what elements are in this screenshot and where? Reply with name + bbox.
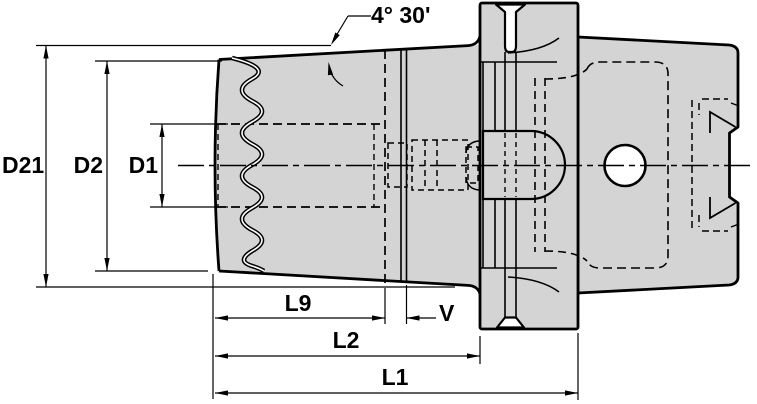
dim-label-d1: D1 bbox=[128, 152, 158, 178]
shank-internal-lines bbox=[586, 61, 740, 269]
body-bottom-taper-line bbox=[218, 269, 482, 295]
drive-slot-edge-bottom bbox=[709, 197, 736, 220]
nose-face-line bbox=[213, 59, 221, 272]
dim-label-l1: L1 bbox=[381, 364, 409, 390]
body-top-taper-line bbox=[218, 35, 482, 61]
flange-v-groove-bottom bbox=[495, 316, 526, 329]
dim-label-l2: L2 bbox=[332, 327, 360, 353]
dim-label-d2: D2 bbox=[73, 152, 103, 178]
taper-angle-label: 4° 30' bbox=[371, 2, 431, 28]
hidden-bore-ends bbox=[217, 124, 375, 207]
tube-seat-line-top bbox=[465, 140, 480, 154]
dimension-lines bbox=[36, 15, 579, 400]
hidden-bore-lines bbox=[217, 50, 386, 285]
dimension-arrowheads bbox=[43, 32, 578, 396]
shank-hidden-details bbox=[691, 98, 728, 232]
dim-label-v: V bbox=[439, 300, 455, 326]
drive-slot-edge-top bbox=[709, 110, 736, 133]
tube-seat-line-bottom bbox=[465, 176, 480, 191]
dim-label-d21: D21 bbox=[2, 152, 45, 178]
flange-bore-hidden-lines bbox=[534, 68, 588, 262]
shrink-zone-wave bbox=[231, 55, 266, 273]
shank-hollow-bore-hidden bbox=[586, 61, 669, 269]
dim-label-l9: L9 bbox=[284, 290, 312, 316]
